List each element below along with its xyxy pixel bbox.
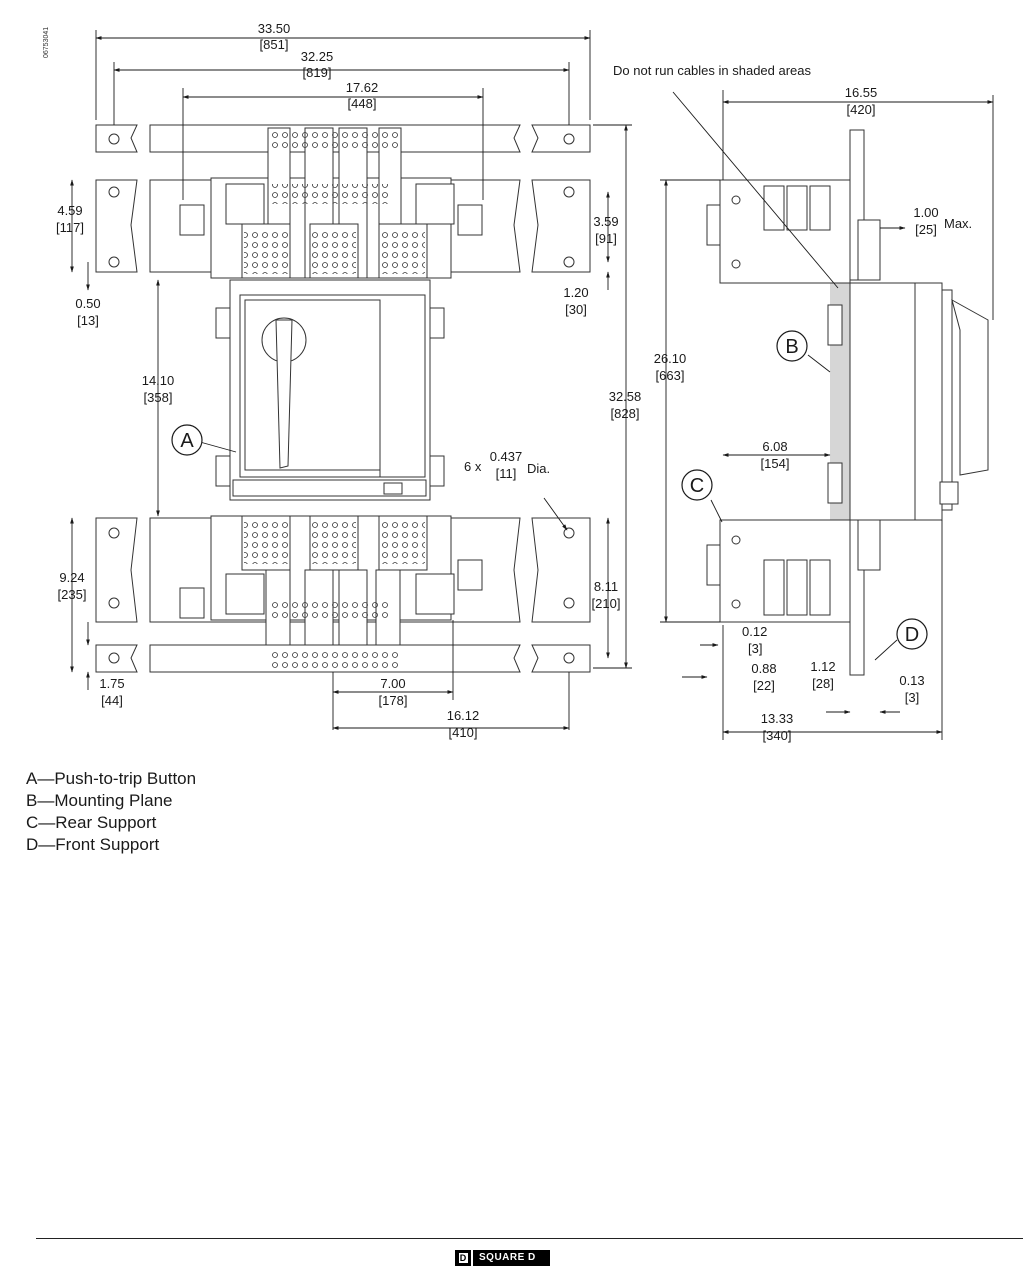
square-d-logo: D SQUARE D [455,1250,550,1266]
dim-label: 0.50 [75,296,100,311]
dim-label: [448] [348,96,377,111]
dim-label: [91] [595,231,617,246]
dim-label: 33.50 [258,21,291,36]
dim-label: [28] [812,676,834,691]
logo-letter: D [458,1253,468,1263]
dim-label: [819] [303,65,332,80]
dim-label: [30] [565,302,587,317]
brand-name: SQUARE D [473,1250,550,1266]
dim-label: 32.58 [609,389,642,404]
logo-mark: D [455,1250,471,1266]
footer-divider [36,1238,1023,1239]
dim-label: 6.08 [762,439,787,454]
dim-label: 16.12 [447,708,480,723]
dim-label: 1.20 [563,285,588,300]
max-label: Max. [944,216,972,231]
side-view [706,129,989,676]
figure-id: 06753041 [43,27,50,58]
hole-diameter-mm: [11] [496,466,517,481]
bolt-pattern [244,130,425,670]
dimension-labels: 33.50 [851] 32.25 [819] 17.62 [448] 4.59… [56,21,972,743]
dim-label: 1.12 [810,659,835,674]
hole-diameter-in: 0.437 [490,449,523,464]
callout-a: A [180,430,194,452]
dim-label: 32.25 [301,49,334,64]
dim-label: [178] [379,693,408,708]
dim-label: [828] [611,406,640,421]
dim-label: [358] [144,390,173,405]
dim-label: [3] [748,641,762,656]
callout-d: D [905,624,919,646]
dim-label: 0.12 [742,624,767,639]
dim-label: [663] [656,368,685,383]
dim-label: [3] [905,690,919,705]
legend-item: C—Rear Support [26,813,157,832]
dim-label: 14.10 [142,373,175,388]
hole-count: 6 x [464,459,482,474]
legend-item: A—Push-to-trip Button [26,769,197,788]
dim-label: [117] [56,220,84,235]
dim-label: 16.55 [845,85,878,100]
dim-label: [410] [449,725,478,740]
dim-label: [235] [58,587,87,602]
dim-label: [420] [847,102,876,117]
dim-label: [22] [753,678,775,693]
dim-label: 1.00 [913,205,938,220]
dim-label: 1.75 [99,676,124,691]
dim-label: 0.88 [751,661,776,676]
dim-label: [210] [592,596,621,611]
dim-label: 17.62 [346,80,379,95]
dim-label: 9.24 [59,570,84,585]
legend-item: B—Mounting Plane [26,791,173,810]
dim-label: 8.11 [594,579,618,594]
dim-label: [25] [915,222,937,237]
hole-suffix: Dia. [527,461,550,476]
callout-b: B [785,336,798,358]
cable-note: Do not run cables in shaded areas [613,63,812,78]
dimension-lines [70,30,994,740]
legend-item: D—Front Support [26,835,160,854]
dim-label: 3.59 [593,214,618,229]
dim-label: 4.59 [57,203,82,218]
dim-label: [13] [77,313,99,328]
callout-c: C [690,475,704,497]
callout-circles [171,330,928,650]
dim-label: 26.10 [654,351,687,366]
dim-label: [340] [763,728,792,743]
dim-label: [851] [260,37,289,52]
dimension-drawing: 06753041 [43,21,994,743]
dim-label: 7.00 [380,676,405,691]
dim-label: [44] [101,693,123,708]
dim-label: 0.13 [899,673,924,688]
dim-label: [154] [761,456,790,471]
legend: A—Push-to-trip Button B—Mounting Plane C… [26,768,196,856]
dim-label: 13.33 [761,711,794,726]
